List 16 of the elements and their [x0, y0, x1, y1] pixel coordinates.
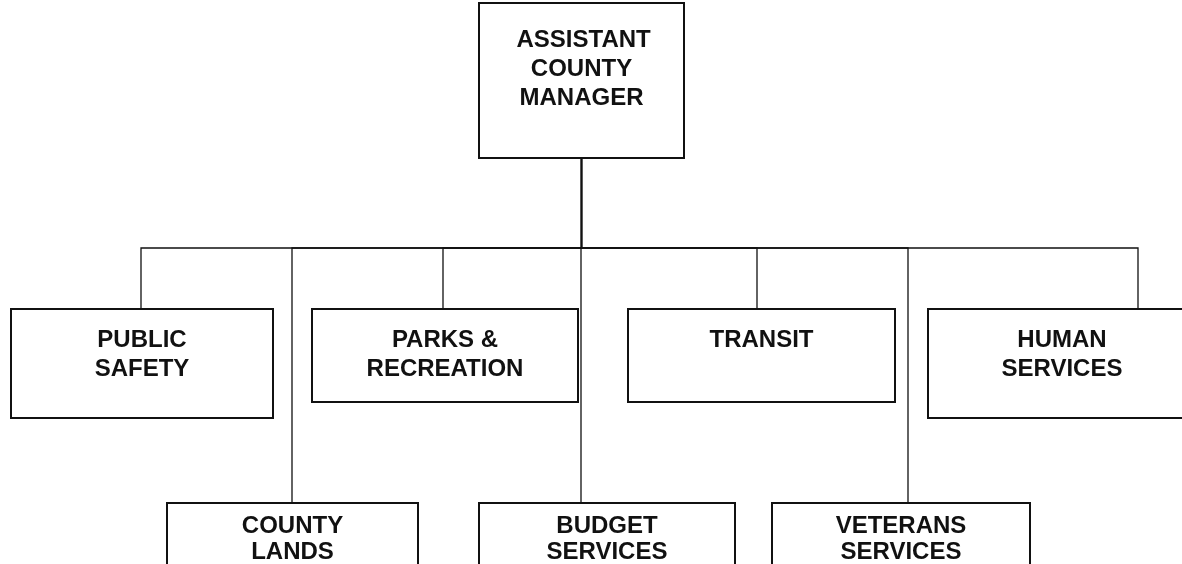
connector-line: [580, 158, 1139, 309]
box-title: COUNTY LANDS: [240, 512, 345, 564]
department-box: [166, 502, 419, 564]
department-box: [771, 502, 1031, 564]
department-box: [311, 308, 579, 403]
manager-box: [478, 2, 685, 159]
box-title: HUMAN SERVICES: [1000, 324, 1124, 382]
department-box: [627, 308, 896, 403]
box-title: BUDGET SERVICES: [545, 512, 669, 564]
box-title: VETERANS SERVICES: [834, 512, 968, 564]
department-box: [478, 502, 736, 564]
box-title: PUBLIC SAFETY: [93, 324, 191, 382]
department-box: [927, 308, 1182, 419]
box-title: PARKS & RECREATION: [365, 324, 525, 382]
department-box: [10, 308, 274, 419]
box-title: TRANSIT: [708, 324, 815, 353]
